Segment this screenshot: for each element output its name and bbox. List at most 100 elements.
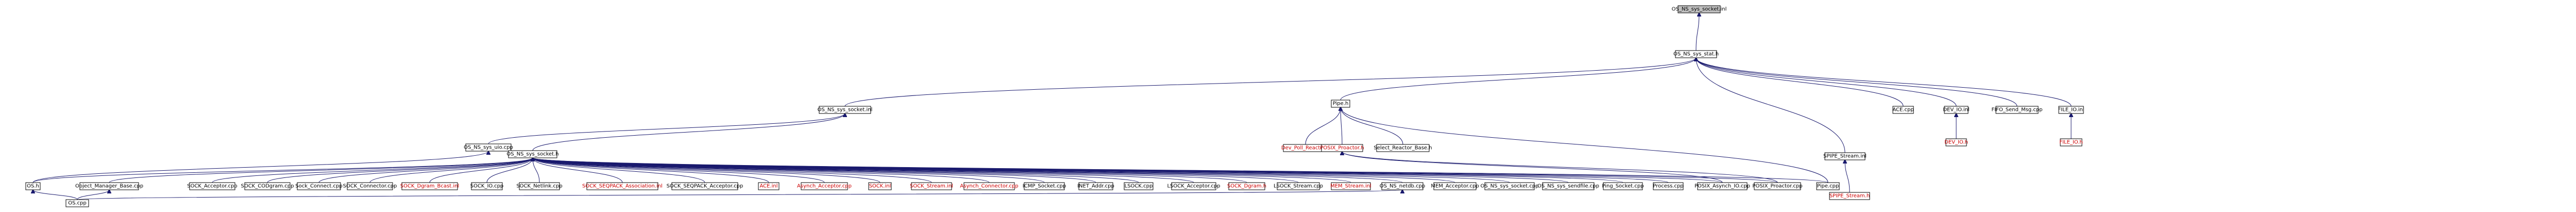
node-box-sock_codgram <box>244 182 291 190</box>
node-label-ping_socket: Ping_Socket.cpp <box>1602 184 1643 189</box>
node-dev_io_inl[interactable]: DEV_IO.inl <box>1943 106 1970 114</box>
node-os_ns_sys_sendfile[interactable]: OS_NS_sys_sendfile.cpp <box>1537 182 1599 190</box>
node-label-sock_io: SOCK_IO.cpp <box>470 184 504 189</box>
edge-sock_stream_inl-to-os_ns_sys_socket <box>533 158 932 183</box>
node-sock_seqpack_acceptor[interactable]: SOCK_SEQPACK_Acceptor.cpp <box>667 182 743 190</box>
node-box-sock_io <box>471 182 503 190</box>
node-box-file_io_h <box>2060 138 2082 146</box>
node-object_manager_base[interactable]: Object_Manager_Base.cpp <box>75 182 143 190</box>
node-sock_inl[interactable]: SOCK.inl <box>868 182 892 190</box>
node-sock_connect[interactable]: Sock_Connect.cpp <box>295 182 343 190</box>
node-lsock_stream[interactable]: LSOCK_Stream.cpp <box>1274 182 1323 190</box>
node-label-sys_stat: OS_NS_sys_stat.h <box>1673 52 1719 57</box>
edge-object_manager_base-to-os_ns_sys_socket <box>109 158 533 183</box>
node-asynch_acceptor[interactable]: Asynch_Acceptor.cpp <box>797 182 852 190</box>
node-os_ns_sys_uio[interactable]: OS_NS_sys_uio.cpp <box>464 143 513 152</box>
node-sock_dgram_bcast[interactable]: SOCK_Dgram_Bcast.inl <box>400 182 459 190</box>
edge-asynch_connector-to-os_ns_sys_socket <box>533 158 990 183</box>
node-process_cpp[interactable]: Process.cpp <box>1653 182 1684 190</box>
node-label-sock_acceptor: SOCK_Acceptor.cpp <box>187 184 238 189</box>
node-icmp_socket[interactable]: ICMP_Socket.cpp <box>1023 182 1066 190</box>
node-box-posix_proactor_cpp <box>1754 182 1801 190</box>
edge-pipe_cpp-to-os_ns_sys_socket <box>533 158 1828 183</box>
node-fifo_send_msg[interactable]: FIFO_Send_Msg.cpp <box>1991 106 2043 114</box>
edge-sock_inl-to-os_ns_sys_socket <box>533 158 880 183</box>
edge-posix_asynch_io-to-posix_proactor_h <box>1342 152 1723 183</box>
node-mem_acceptor[interactable]: MEM_Acceptor.cpp <box>1431 182 1479 190</box>
node-sock_codgram[interactable]: SOCK_CODgram.cpp <box>241 182 294 190</box>
node-root[interactable]: OS_NS_sys_socket.inl <box>1672 5 1727 13</box>
node-label-sock_seqpack_acceptor: SOCK_SEQPACK_Acceptor.cpp <box>667 184 743 189</box>
node-sock_connector[interactable]: SOCK_Connector.cpp <box>343 182 397 190</box>
node-posix_proactor_h[interactable]: POSIX_Proactor.h <box>1320 144 1364 152</box>
node-label-dev_poll_reactor: Dev_Poll_Reactor.h <box>1281 145 1330 151</box>
node-label-icmp_socket: ICMP_Socket.cpp <box>1023 184 1066 189</box>
node-pipe_h[interactable]: Pipe.h <box>1331 100 1350 108</box>
node-dev_io_h[interactable]: DEV_IO.h <box>1944 138 1968 146</box>
node-file_io_inl[interactable]: FILE_IO.inl <box>2058 106 2084 114</box>
node-box-mem_stream_inl <box>1331 182 1371 190</box>
node-sock_stream_inl[interactable]: SOCK_Stream.inl <box>910 182 953 190</box>
node-os_ns_sys_socket_cpp[interactable]: OS_NS_sys_socket.cpp <box>1480 182 1539 190</box>
node-label-os_ns_sys_sendfile: OS_NS_sys_sendfile.cpp <box>1537 184 1599 189</box>
node-box-ping_socket <box>1603 182 1643 190</box>
edge-os_cpp-to-os_ns_netdb <box>77 190 1402 200</box>
node-sock_io[interactable]: SOCK_IO.cpp <box>470 182 504 190</box>
edge-sock_seqpack_assoc-to-os_ns_sys_socket <box>533 158 623 183</box>
node-box-lsock_stream <box>1277 182 1320 190</box>
node-label-sock_seqpack_assoc: SOCK_SEQPACK_Association.inl <box>582 184 663 189</box>
node-sys_socket_h[interactable]: OS_NS_sys_socket.inl <box>818 106 873 114</box>
node-ping_socket[interactable]: Ping_Socket.cpp <box>1602 182 1644 190</box>
edge-posix_proactor_cpp-to-posix_proactor_h <box>1342 152 1778 183</box>
node-sock_netlink[interactable]: SOCK_Netlink.cpp <box>516 182 563 190</box>
node-label-file_io_h: FILE_IO.h <box>2059 140 2083 145</box>
node-asynch_connector[interactable]: Asynch_Connector.cpp <box>960 182 1019 190</box>
node-label-process_cpp: Process.cpp <box>1653 184 1683 189</box>
node-box-dev_io_inl <box>1944 106 1969 114</box>
node-label-posix_proactor_h: POSIX_Proactor.h <box>1320 145 1364 151</box>
node-label-os_ns_netdb: OS_NS_netdb.cpp <box>1380 184 1426 189</box>
node-ace_inl[interactable]: ACE.inl <box>758 182 779 190</box>
edge-sys_socket_h-to-sys_stat <box>844 58 1696 107</box>
edge-mem_acceptor-to-os_ns_sys_socket <box>533 158 1455 183</box>
node-box-sock_acceptor <box>189 182 235 190</box>
node-inet_addr[interactable]: INET_Addr.cpp <box>1077 182 1114 190</box>
node-os_h[interactable]: OS.h <box>25 182 41 190</box>
edge-sock_acceptor-to-os_ns_sys_socket <box>212 158 533 183</box>
node-sys_stat[interactable]: OS_NS_sys_stat.h <box>1673 50 1719 58</box>
node-sock_seqpack_assoc[interactable]: SOCK_SEQPACK_Association.inl <box>582 182 663 190</box>
node-label-asynch_connector: Asynch_Connector.cpp <box>960 184 1018 189</box>
node-box-spipe_stream_h <box>1829 192 1870 200</box>
node-posix_proactor_cpp[interactable]: POSIX_Proactor.cpp <box>1752 182 1803 190</box>
node-lsock_acceptor[interactable]: LSOCK_Acceptor.cpp <box>1167 182 1221 190</box>
node-sock_acceptor[interactable]: SOCK_Acceptor.cpp <box>187 182 238 190</box>
node-label-os_cpp: OS.cpp <box>68 201 87 206</box>
edge-sock_connector-to-os_ns_sys_socket <box>369 158 533 183</box>
node-os_ns_sys_socket[interactable]: OS_NS_sys_socket.h <box>506 150 559 158</box>
node-label-posix_proactor_cpp: POSIX_Proactor.cpp <box>1752 184 1802 189</box>
node-label-sock_connect: Sock_Connect.cpp <box>295 184 342 189</box>
node-file_io_h[interactable]: FILE_IO.h <box>2059 138 2083 146</box>
node-select_reactor_base[interactable]: Select_Reactor_Base.h <box>1374 144 1432 152</box>
node-box-sock_netlink <box>519 182 560 190</box>
node-os_cpp[interactable]: OS.cpp <box>65 199 89 207</box>
node-label-ace_inl: ACE.inl <box>759 184 777 189</box>
node-label-object_manager_base: Object_Manager_Base.cpp <box>75 184 143 189</box>
node-mem_stream_inl[interactable]: MEM_Stream.inl <box>1330 182 1371 190</box>
edge-pipe_cpp-to-pipe_h <box>1341 107 1828 183</box>
node-spipe_stream_h[interactable]: SPIPE_Stream.h <box>1829 192 1870 200</box>
node-lsock_cpp[interactable]: LSOCK.cpp <box>1124 182 1154 190</box>
node-box-mem_acceptor <box>1433 182 1477 190</box>
edge-sock_seqpack_acceptor-to-os_ns_sys_socket <box>533 158 705 183</box>
edge-os_cpp-to-os_h <box>33 190 78 200</box>
node-ace_cpp[interactable]: ACE.cpp <box>1892 106 1914 114</box>
node-spipe_stream_inl[interactable]: SPIPE_Stream.inl <box>1823 152 1867 160</box>
node-sock_dgram_h[interactable]: SOCK_Dgram.h <box>1227 182 1266 190</box>
node-box-pipe_h <box>1331 100 1350 108</box>
node-pipe_cpp[interactable]: Pipe.cpp <box>1816 182 1840 190</box>
edge-os_cpp-to-object_manager_base <box>77 190 109 200</box>
node-posix_asynch_io[interactable]: POSIX_Asynch_IO.cpp <box>1694 182 1750 190</box>
node-os_ns_netdb[interactable]: OS_NS_netdb.cpp <box>1380 182 1426 190</box>
nodes-layer: OS_NS_sys_socket.inlOS_NS_sys_stat.hOS_N… <box>25 5 2084 207</box>
